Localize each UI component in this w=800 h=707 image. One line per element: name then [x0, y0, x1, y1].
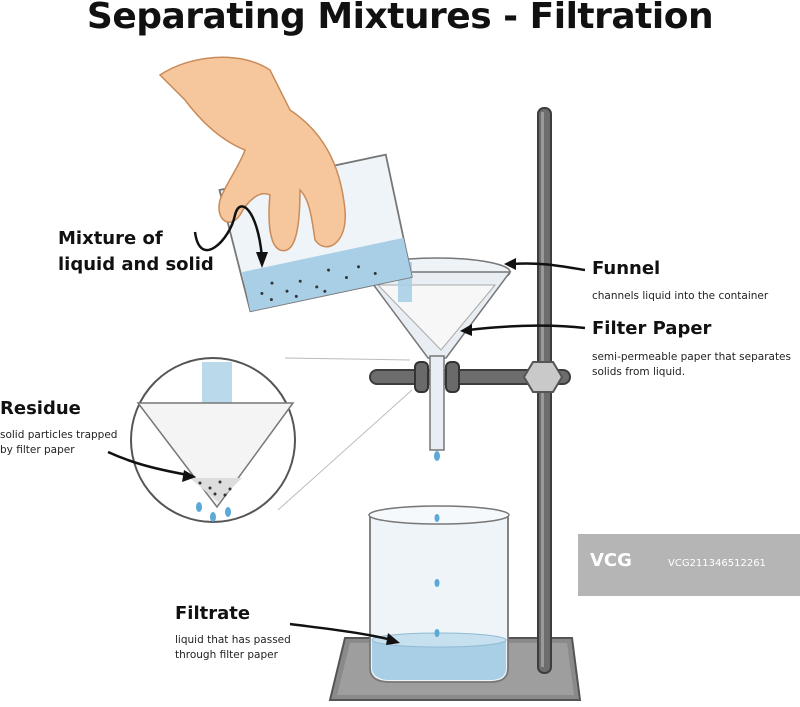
watermark-logo: VCG [590, 550, 632, 571]
residue-desc-line2: by filter paper [0, 444, 75, 456]
filter-paper-desc: semi-permeable paper that separates soli… [592, 350, 791, 380]
receiving-beaker [368, 505, 510, 683]
funnel-label: Funnel [592, 258, 661, 279]
residue-desc-line1: solid particles trapped [0, 429, 118, 441]
hand [158, 56, 346, 252]
funnel-arrow [511, 262, 586, 272]
watermark: VCG VCG211346512261 [578, 534, 800, 596]
residue-magnifier [130, 357, 413, 523]
filtrate-desc: liquid that has passed through filter pa… [175, 633, 291, 663]
mixture-label-line1: Mixture of [58, 228, 163, 249]
funnel-desc: channels liquid into the container [592, 290, 769, 302]
residue-arrow [107, 450, 189, 477]
pointer-arrows [107, 205, 586, 642]
filter-paper-arrow [467, 324, 586, 332]
clamp-arm [369, 361, 571, 393]
arrowheads [182, 252, 516, 645]
filter-paper-label: Filter Paper [592, 318, 712, 339]
mixture-label: Mixture of liquid and solid [58, 226, 214, 278]
watermark-id: VCG211346512261 [668, 558, 766, 569]
mixture-label-line2: liquid and solid [58, 254, 214, 275]
page-title: Separating Mixtures - Filtration [86, 0, 714, 37]
filtrate-desc-line1: liquid that has passed [175, 634, 291, 646]
residue-desc: solid particles trapped by filter paper [0, 428, 117, 458]
filtrate-arrow [289, 622, 393, 642]
filter-paper-desc-line2: solids from liquid. [592, 366, 686, 378]
filter-paper-desc-line1: semi-permeable paper that separates [592, 351, 791, 363]
residue-label: Residue [0, 398, 81, 419]
filtrate-label: Filtrate [175, 603, 251, 624]
mixture-arrow [193, 205, 264, 259]
filtrate-desc-line2: through filter paper [175, 649, 278, 661]
